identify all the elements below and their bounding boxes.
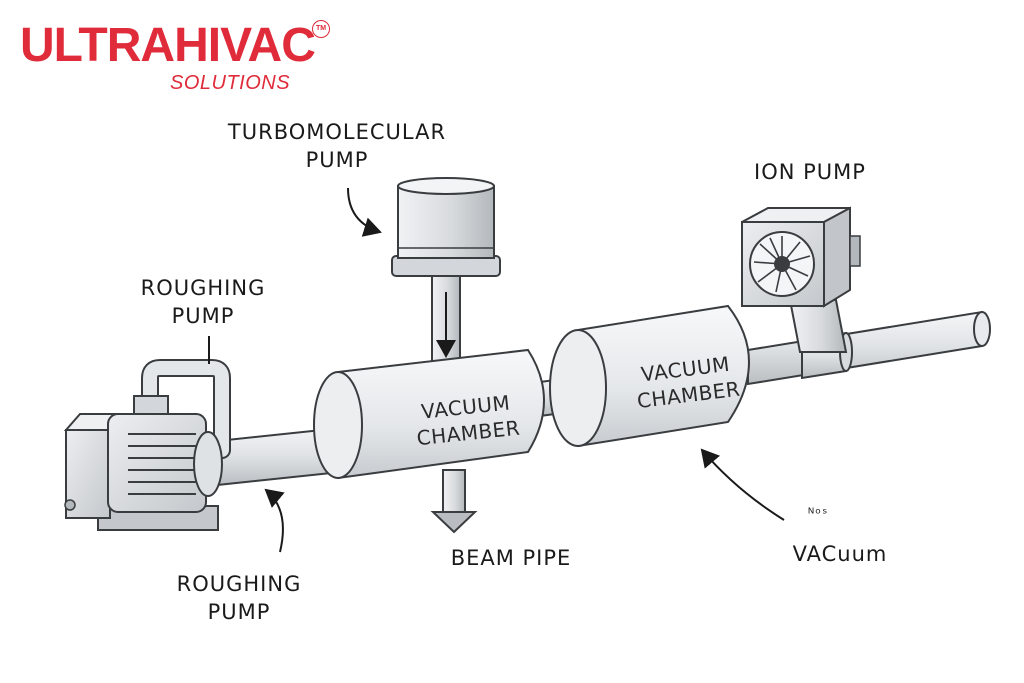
turbo-pointer-arrow bbox=[347, 187, 382, 237]
turbo-label-line1: TURBOMOLECULAR bbox=[227, 120, 447, 144]
beam-pipe-down bbox=[430, 469, 478, 534]
roughing-bottom-pointer-arrow bbox=[264, 488, 285, 553]
brand-name: ULTRAHIVAC bbox=[20, 19, 316, 72]
vacuum-chamber-1 bbox=[313, 348, 545, 480]
turbomolecular-pump-label: TURBOMOLECULAR PUMP bbox=[206, 118, 468, 174]
ion-pump bbox=[741, 206, 861, 353]
roughing-top-line2: PUMP bbox=[171, 304, 235, 328]
fan-icon bbox=[753, 236, 811, 293]
brand-subtitle: SOLUTIONS bbox=[170, 72, 291, 94]
roughing-bottom-line2: PUMP bbox=[207, 600, 271, 624]
roughing-bottom-line1: ROUGHING bbox=[176, 572, 302, 596]
turbomolecular-pump bbox=[391, 177, 501, 277]
trademark-mark: TM bbox=[312, 20, 330, 38]
beam-pipe-label: BEAM PIPE bbox=[450, 546, 572, 570]
vacuum-chamber-2 bbox=[549, 304, 750, 448]
brand-logo: ULTRAHIVAC TM SOLUTIONS bbox=[20, 20, 340, 100]
vacuum-label: VACuum bbox=[792, 542, 888, 566]
beam-pipe-right bbox=[747, 310, 991, 386]
vacuum-small-label: ᴺᵒˢ bbox=[807, 506, 829, 522]
ion-pump-label: ION PUMP bbox=[754, 160, 866, 184]
roughing-pump bbox=[63, 359, 231, 531]
pointer-arrows bbox=[208, 187, 785, 553]
turbo-label-line2: PUMP bbox=[305, 148, 369, 172]
roughing-pump-top-label: ROUGHING PUMP bbox=[128, 274, 278, 330]
vacuum-pointer-arrow bbox=[700, 448, 785, 521]
roughing-pump-bottom-label: ROUGHING PUMP bbox=[164, 570, 314, 626]
roughing-top-line1: ROUGHING bbox=[140, 276, 266, 300]
